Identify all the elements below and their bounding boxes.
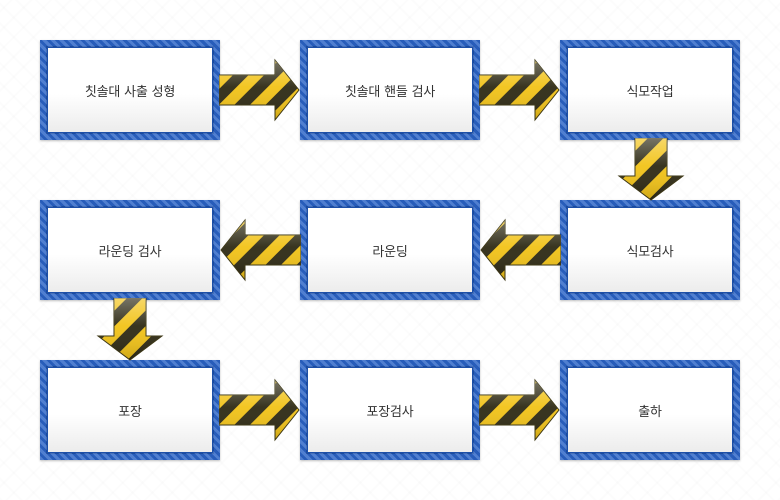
step-box-7: 포장 bbox=[40, 360, 220, 460]
step-label-1: 칫솔대 사출 성형 bbox=[84, 84, 176, 100]
arrow-down-icon bbox=[617, 138, 685, 201]
arrow-down-icon bbox=[96, 298, 164, 361]
arrow-left-icon bbox=[220, 218, 301, 282]
step-box-3: 식모작업 bbox=[560, 40, 740, 140]
step-box-5: 라운딩 bbox=[300, 200, 480, 300]
step-box-4: 식모검사 bbox=[560, 200, 740, 300]
step-label-8: 포장검사 bbox=[366, 404, 414, 420]
step-label-2: 칫솔대 핸들 검사 bbox=[344, 84, 436, 100]
step-box-2: 칫솔대 핸들 검사 bbox=[300, 40, 480, 140]
step-label-3: 식모작업 bbox=[626, 84, 674, 100]
step-label-5: 라운딩 bbox=[372, 244, 408, 260]
step-label-7: 포장 bbox=[118, 404, 142, 420]
arrow-right-icon bbox=[219, 58, 300, 122]
step-label-9: 출하 bbox=[638, 404, 662, 420]
arrow-right-icon bbox=[479, 58, 560, 122]
arrow-right-icon bbox=[219, 378, 300, 442]
step-box-1: 칫솔대 사출 성형 bbox=[40, 40, 220, 140]
step-box-9: 출하 bbox=[560, 360, 740, 460]
step-box-8: 포장검사 bbox=[300, 360, 480, 460]
step-label-4: 식모검사 bbox=[626, 244, 674, 260]
arrow-left-icon bbox=[480, 218, 561, 282]
step-label-6: 라운딩 검사 bbox=[98, 244, 162, 260]
step-box-6: 라운딩 검사 bbox=[40, 200, 220, 300]
arrow-right-icon bbox=[479, 378, 560, 442]
